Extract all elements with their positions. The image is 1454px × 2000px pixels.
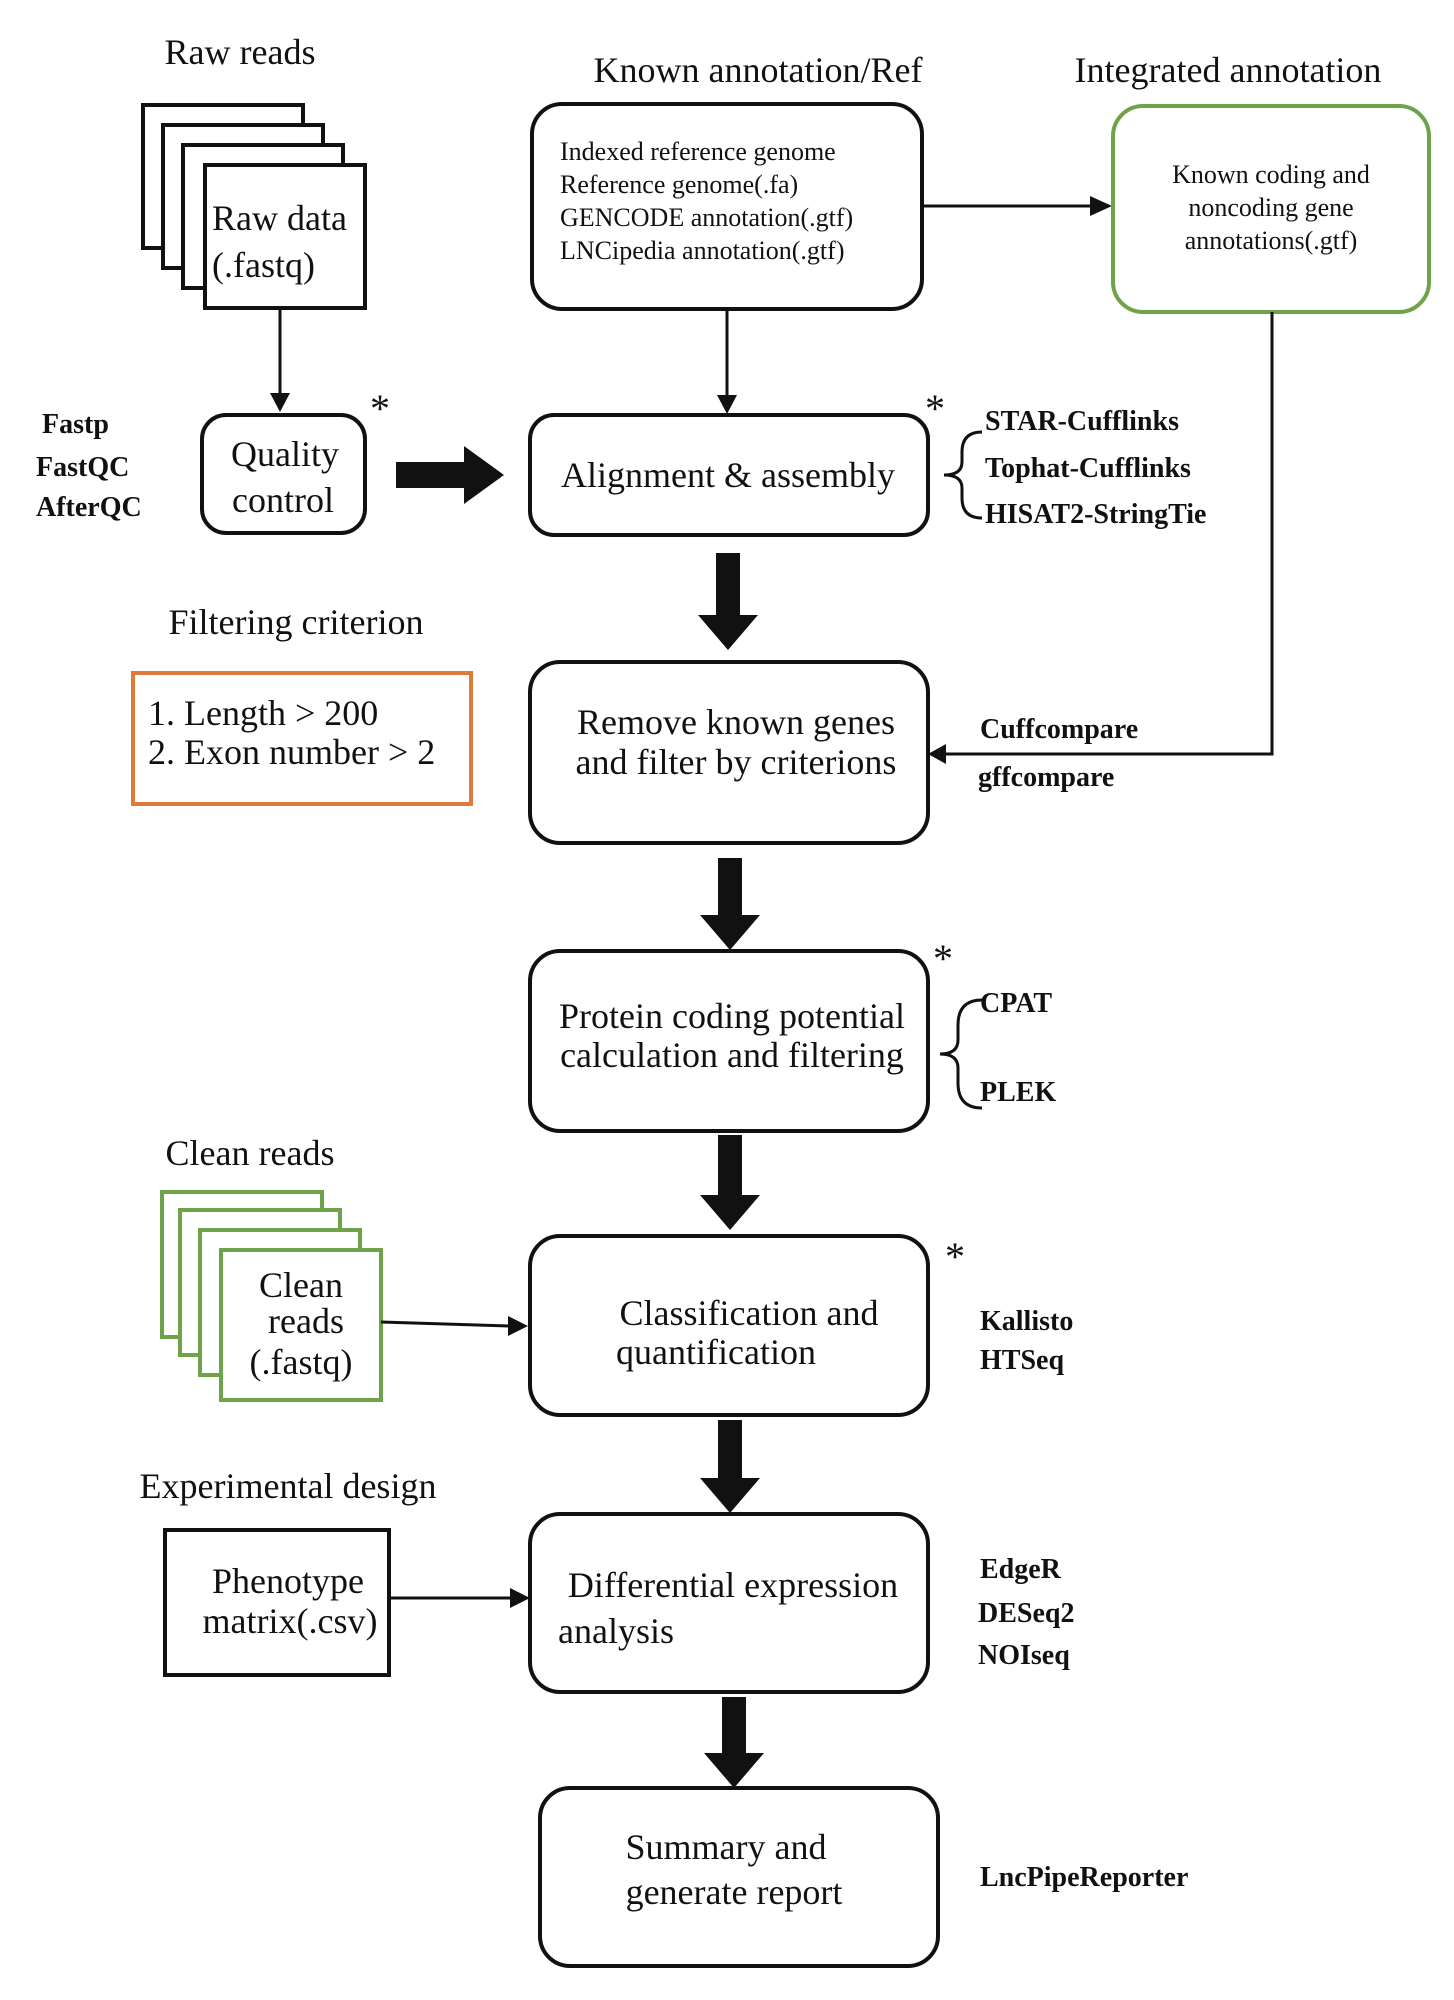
file-sheet-4	[203, 163, 367, 310]
alignment-tools-brace	[943, 430, 983, 520]
coding-tool-cpat: CPAT	[980, 988, 1052, 1019]
arrow-alignment-to-remove	[698, 553, 758, 650]
differential-tool-edger: EdgeR	[980, 1554, 1062, 1585]
clean-file-sheet-4	[219, 1248, 383, 1402]
raw-data-format: (.fastq)	[212, 245, 315, 285]
clean-reads-line-3: (.fastq)	[250, 1342, 353, 1382]
coding-tools-brace	[939, 998, 983, 1110]
filtering-criteria-box	[131, 671, 473, 806]
integrated-annotation-line-2: noncoding gene	[1188, 193, 1353, 222]
phenotype-matrix-line-2: matrix(.csv)	[203, 1601, 378, 1641]
arrowhead-integrated-to-remove	[928, 744, 946, 764]
coding-potential-line-1: Protein coding potential	[559, 996, 905, 1036]
classification-line-1: Classification and	[620, 1293, 879, 1333]
differential-tool-deseq2: DESeq2	[978, 1598, 1074, 1629]
arrow-differential-to-summary	[704, 1697, 764, 1788]
filtering-criterion-2: 2. Exon number > 2	[148, 732, 435, 772]
alignment-star: *	[925, 386, 945, 431]
remove-tool-gffcompare: gffcompare	[978, 762, 1114, 793]
filtering-criterion-1: 1. Length > 200	[148, 693, 378, 733]
raw-data-label: Raw data	[212, 198, 347, 238]
arrow-remove-to-coding	[700, 858, 760, 950]
quality-control-line-2: control	[232, 480, 334, 520]
alignment-tool-star-cufflinks: STAR-Cufflinks	[985, 406, 1179, 437]
integrated-annotation-line-3: annotations(.gtf)	[1185, 226, 1358, 255]
experimental-design-heading: Experimental design	[140, 1466, 437, 1506]
differential-box	[528, 1512, 930, 1694]
qc-tool-fastp: Fastp	[42, 409, 109, 440]
classification-box	[528, 1234, 930, 1417]
phenotype-matrix-line-1: Phenotype	[212, 1561, 364, 1601]
alignment-label: Alignment & assembly	[561, 455, 895, 495]
classification-tool-kallisto: Kallisto	[980, 1306, 1073, 1337]
coding-tool-plek: PLEK	[980, 1077, 1056, 1108]
arrowhead-raw-to-qc	[270, 393, 290, 412]
arrow-qc-to-alignment	[396, 446, 504, 504]
coding-potential-star: *	[933, 936, 953, 981]
quality-control-star: *	[370, 386, 390, 431]
arrow-clean-to-classification	[380, 1320, 511, 1328]
coding-potential-box	[528, 949, 930, 1133]
classification-tool-htseq: HTSeq	[980, 1345, 1064, 1376]
arrowhead-known-to-integrated	[1090, 196, 1112, 216]
raw-reads-heading: Raw reads	[165, 32, 316, 72]
summary-line-1: Summary and	[626, 1827, 827, 1867]
filtering-heading: Filtering criterion	[169, 602, 424, 642]
differential-tool-noiseq: NOIseq	[978, 1640, 1070, 1671]
remove-tool-cuffcompare: Cuffcompare	[980, 714, 1138, 745]
summary-line-2: generate report	[626, 1872, 843, 1912]
coding-potential-line-2: calculation and filtering	[560, 1035, 904, 1075]
clean-reads-file-stack	[160, 1190, 383, 1402]
integrated-annotation-line-1: Known coding and	[1172, 160, 1370, 189]
alignment-box	[528, 413, 930, 537]
known-annotation-line-4: LNCipedia annotation(.gtf)	[560, 236, 844, 265]
arrowhead-known-to-alignment	[717, 395, 737, 414]
remove-known-box	[528, 660, 930, 845]
alignment-tool-tophat-cufflinks: Tophat-Cufflinks	[985, 453, 1191, 484]
differential-line-2: analysis	[558, 1611, 674, 1651]
classification-star: *	[945, 1234, 965, 1279]
differential-line-1: Differential expression	[568, 1565, 898, 1605]
arrow-coding-to-classification	[700, 1135, 760, 1230]
quality-control-box	[200, 413, 367, 535]
arrow-classification-to-differential	[700, 1420, 760, 1513]
clean-reads-line-2: reads	[268, 1301, 344, 1341]
known-annotation-line-3: GENCODE annotation(.gtf)	[560, 203, 853, 232]
summary-tool-lncpipereporter: LncPipeReporter	[980, 1862, 1188, 1893]
clean-reads-line-1: Clean	[259, 1265, 343, 1305]
phenotype-matrix-box	[163, 1528, 391, 1677]
remove-known-line-1: Remove known genes	[577, 702, 895, 742]
integrated-annotation-heading: Integrated annotation	[1075, 50, 1382, 90]
arrowhead-phenotype-to-differential	[510, 1588, 530, 1608]
alignment-tool-hisat2-stringtie: HISAT2-StringTie	[985, 499, 1206, 530]
raw-data-file-stack	[141, 103, 367, 310]
classification-line-2: quantification	[616, 1332, 816, 1372]
known-annotation-heading: Known annotation/Ref	[594, 50, 923, 90]
quality-control-line-1: Quality	[231, 434, 339, 474]
remove-known-line-2: and filter by criterions	[576, 742, 897, 782]
qc-tool-fastqc: FastQC	[36, 452, 129, 483]
summary-box	[538, 1786, 940, 1968]
known-annotation-line-1: Indexed reference genome	[560, 137, 836, 166]
clean-reads-heading: Clean reads	[166, 1133, 335, 1173]
connector-integrated-to-remove	[944, 312, 1274, 756]
qc-tool-afterqc: AfterQC	[36, 492, 142, 523]
known-annotation-line-2: Reference genome(.fa)	[560, 170, 798, 199]
arrowhead-clean-to-classification	[508, 1316, 528, 1336]
